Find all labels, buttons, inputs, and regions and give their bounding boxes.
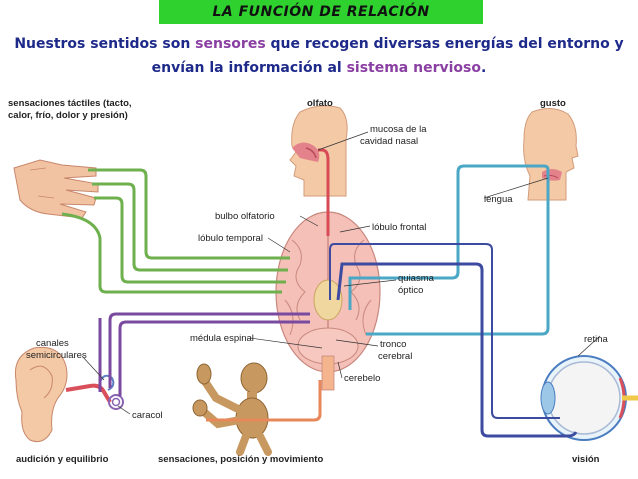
- brainstem-label-line1: tronco: [380, 339, 406, 350]
- taste-label: gusto: [540, 98, 566, 109]
- nasal-label-line1: mucosa de la: [370, 124, 427, 135]
- frontal-lobe-label: lóbulo frontal: [372, 222, 426, 233]
- brainstem-label-line2: cerebral: [378, 351, 412, 362]
- hearing-label: audición y equilibrio: [16, 454, 109, 465]
- chiasm-label-line2: óptico: [398, 285, 423, 296]
- canals-label-line2: semicirculares: [26, 350, 87, 361]
- nasal-label-line2: cavidad nasal: [360, 136, 418, 147]
- cerebellum-label: cerebelo: [344, 373, 380, 384]
- mannequin-illustration: [193, 363, 268, 452]
- canals-label-line1: canales: [36, 338, 69, 349]
- tongue-label: lengua: [484, 194, 513, 205]
- temporal-lobe-label: lóbulo temporal: [198, 233, 263, 244]
- vision-label: visión: [572, 454, 600, 465]
- touch-label-line2: calor, frío, dolor y presión): [8, 110, 128, 121]
- taste-head-illustration: [524, 108, 578, 200]
- olfactory-bulb-label: bulbo olfatorio: [215, 211, 275, 222]
- movement-label: sensaciones, posición y movimiento: [158, 454, 323, 465]
- spinal-cord-label: médula espinal: [190, 333, 254, 344]
- smell-label: olfato: [307, 98, 333, 109]
- hand-illustration: [14, 160, 98, 218]
- retina-label: retina: [584, 334, 608, 345]
- cochlea-label: caracol: [132, 410, 163, 421]
- ear-illustration: [15, 347, 123, 441]
- eye-illustration: [541, 356, 638, 440]
- brain-illustration: [276, 212, 380, 390]
- chiasm-label-line1: quiasma: [398, 273, 435, 284]
- touch-label-line1: sensaciones táctiles (tacto,: [8, 98, 132, 109]
